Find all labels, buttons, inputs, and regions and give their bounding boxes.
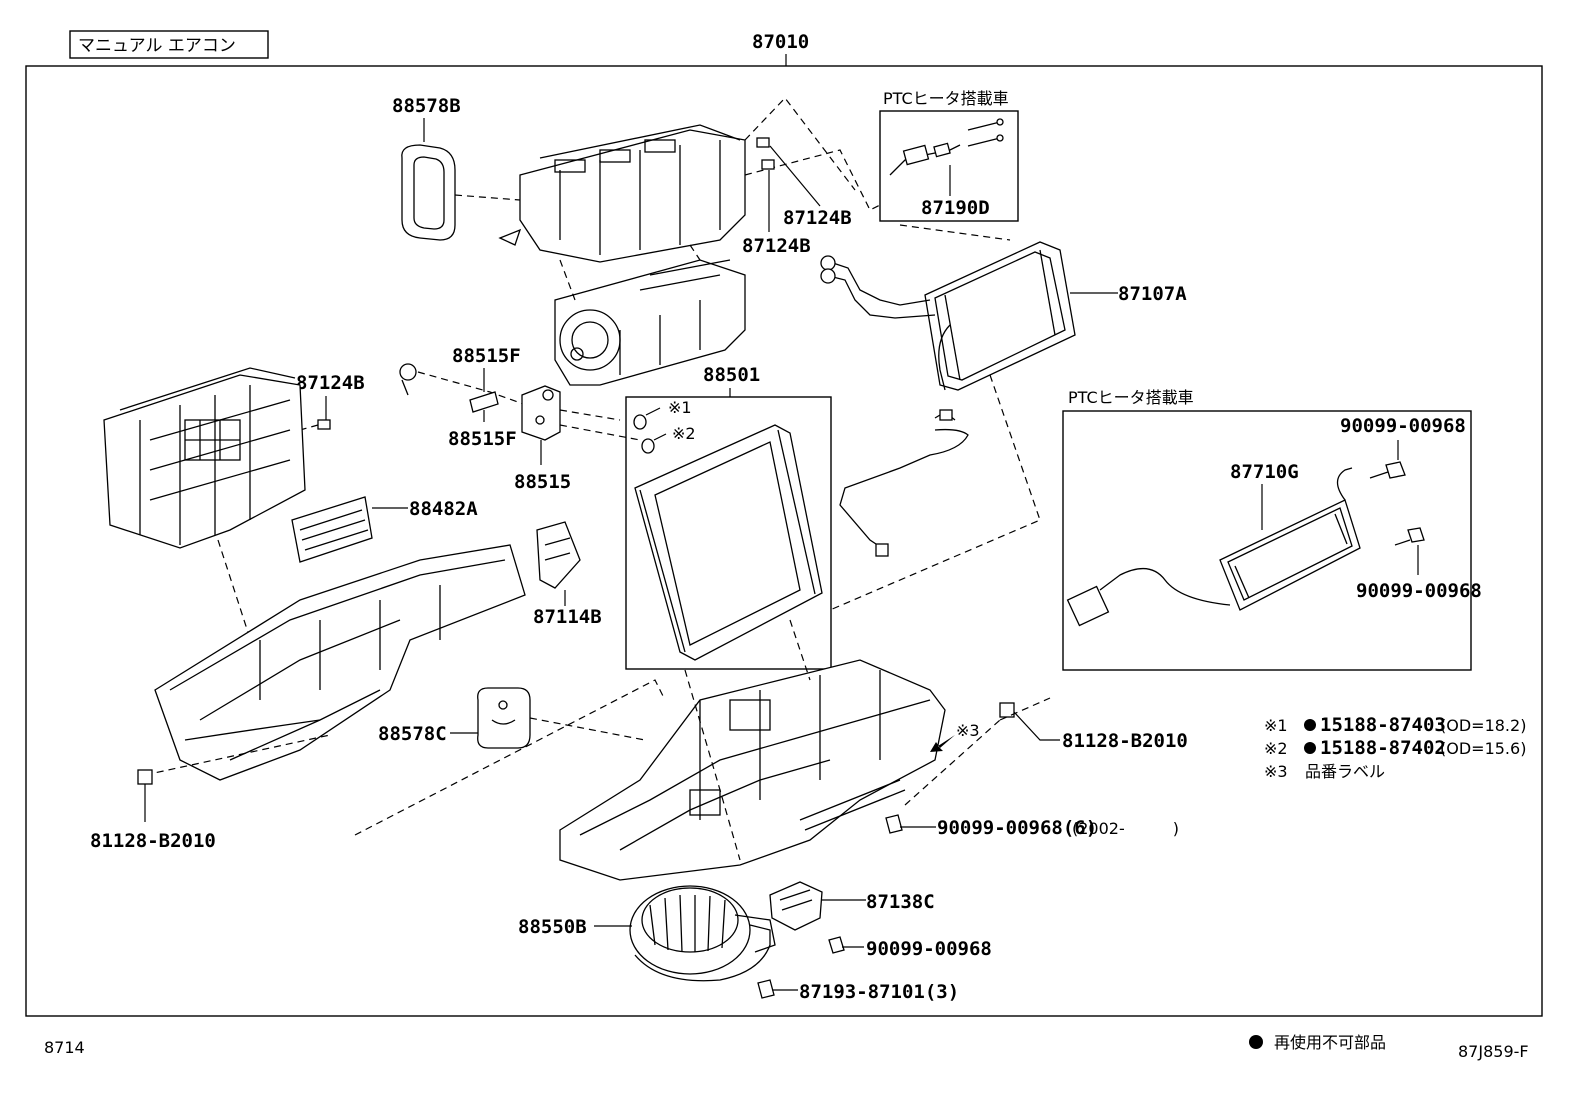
label-81128-right-icon bbox=[999, 702, 1015, 718]
part-88501[interactable]: 88501 bbox=[703, 364, 760, 386]
legend-text-3: 品番ラベル bbox=[1305, 762, 1385, 781]
expansion-valve-icon bbox=[521, 385, 561, 441]
ptc-right-box bbox=[1062, 410, 1472, 671]
part-87114B[interactable]: 87114B bbox=[533, 606, 602, 628]
arrow-icon bbox=[930, 735, 955, 752]
heater-core-icon bbox=[820, 241, 1076, 391]
resistor-87138C-icon bbox=[769, 881, 823, 931]
part-88515F-a[interactable]: 88515F bbox=[452, 345, 521, 367]
legend-mark-2: ※2 bbox=[1264, 739, 1288, 758]
sensor-harness-icon bbox=[839, 411, 969, 549]
part-87124B-c[interactable]: 87124B bbox=[296, 372, 365, 394]
part-81128-B2010-left[interactable]: 81128-B2010 bbox=[90, 830, 216, 852]
part-88515[interactable]: 88515 bbox=[514, 471, 571, 493]
seal-88578B-icon bbox=[401, 144, 456, 241]
grommet-88578C-icon bbox=[477, 687, 531, 749]
screw-icon-a bbox=[1385, 461, 1406, 479]
part-90099-00968-c[interactable]: 90099-00968(6) bbox=[937, 817, 1097, 839]
part-87114B-icon bbox=[536, 521, 581, 589]
legend: ※1 15188-87403 (OD=18.2) ※2 15188-87402 … bbox=[1264, 714, 1526, 781]
mark-2: ※2 bbox=[672, 424, 696, 443]
screw-icon-c bbox=[885, 814, 903, 834]
part-88515F-b[interactable]: 88515F bbox=[448, 428, 517, 450]
ptc-heater-icon bbox=[1066, 467, 1361, 627]
ptc-harness-icon bbox=[889, 118, 1004, 176]
legend-mark-1: ※1 bbox=[1264, 716, 1288, 735]
part-88550B[interactable]: 88550B bbox=[518, 916, 587, 938]
part-88578C[interactable]: 88578C bbox=[378, 723, 447, 745]
variant-tag-box bbox=[69, 30, 269, 59]
lower-duct-icon bbox=[154, 544, 526, 781]
legend-note-2: (OD=15.6) bbox=[1440, 739, 1526, 758]
legend-part-1[interactable]: 15188-87403 bbox=[1320, 714, 1446, 736]
part-87190D[interactable]: 87190D bbox=[921, 197, 990, 219]
clip-87124B-c-icon bbox=[317, 419, 331, 430]
part-87107A[interactable]: 87107A bbox=[1118, 283, 1187, 305]
left-case-icon bbox=[103, 367, 306, 549]
part-90099-00968-d[interactable]: 90099-00968 bbox=[866, 938, 992, 960]
lower-case-icon bbox=[559, 659, 946, 881]
clip-87124B-a-icon bbox=[756, 137, 770, 148]
part-87138C[interactable]: 87138C bbox=[866, 891, 935, 913]
part-90099-00968-a[interactable]: 90099-00968 bbox=[1340, 415, 1466, 437]
variant-tag: マニュアル エアコン bbox=[78, 36, 236, 56]
oring-1-icon bbox=[633, 414, 647, 430]
legend-mark-3: ※3 bbox=[1264, 762, 1288, 781]
clip-87124B-b-icon bbox=[761, 159, 775, 170]
evaporator-box bbox=[625, 396, 832, 670]
evaporator-icon bbox=[634, 424, 823, 661]
oring-2-icon bbox=[641, 438, 655, 454]
blower-88550B-icon bbox=[629, 885, 776, 982]
assembly-number[interactable]: 87010 bbox=[752, 31, 809, 53]
part-87193-87101[interactable]: 87193-87101(3) bbox=[799, 981, 959, 1003]
part-88482A[interactable]: 88482A bbox=[409, 498, 478, 520]
page-code: 8714 bbox=[44, 1038, 85, 1057]
figure-id: 87J859-F bbox=[1458, 1042, 1529, 1061]
assembly-frame bbox=[25, 65, 1543, 1017]
mark-1: ※1 bbox=[668, 398, 692, 417]
legend-part-2[interactable]: 15188-87402 bbox=[1320, 737, 1446, 759]
nonreusable-label: 再使用不可部品 bbox=[1274, 1033, 1386, 1052]
part-81128-B2010-right[interactable]: 81128-B2010 bbox=[1062, 730, 1188, 752]
ptc-top-box bbox=[879, 110, 1019, 222]
ptc-right-title: PTCヒータ搭載車 bbox=[1068, 388, 1194, 407]
nonreusable-dot-legend bbox=[1249, 1035, 1263, 1049]
part-90099-00968-b[interactable]: 90099-00968 bbox=[1356, 580, 1482, 602]
upper-case-icon bbox=[498, 124, 746, 386]
nonreusable-dot-2 bbox=[1304, 742, 1316, 754]
nonreusable-dot-1 bbox=[1304, 719, 1316, 731]
screw-icon-d bbox=[828, 936, 845, 954]
part-87710G[interactable]: 87710G bbox=[1230, 461, 1299, 483]
label-81128-left-icon bbox=[137, 769, 153, 785]
oring-icon bbox=[399, 363, 417, 381]
screw-icon-e bbox=[757, 979, 775, 999]
screw-icon-b bbox=[1407, 527, 1425, 543]
part-87124B-b[interactable]: 87124B bbox=[742, 235, 811, 257]
filter-88482A-icon bbox=[291, 496, 373, 563]
part-88578B[interactable]: 88578B bbox=[392, 95, 461, 117]
legend-note-1: (OD=18.2) bbox=[1440, 716, 1526, 735]
bolt-88515F-icon bbox=[469, 391, 499, 413]
mark-3: ※3 bbox=[956, 721, 980, 740]
part-90099-00968-c-note: (2002- ) bbox=[1072, 819, 1179, 838]
part-87124B-a[interactable]: 87124B bbox=[783, 207, 852, 229]
ptc-top-title: PTCヒータ搭載車 bbox=[883, 89, 1009, 108]
